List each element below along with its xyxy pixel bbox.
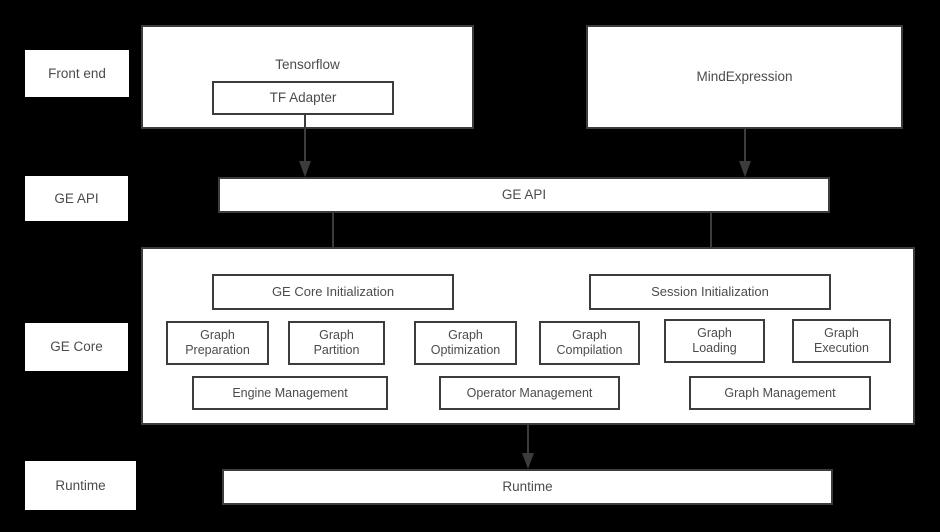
arrow-ge-core-to-runtime <box>518 425 538 470</box>
module-graph-loading[interactable]: Graph Loading <box>664 319 765 363</box>
layer-label-front-end-text: Front end <box>48 65 106 81</box>
module-graph-compilation[interactable]: Graph Compilation <box>539 321 640 365</box>
manager-operator-management[interactable]: Operator Management <box>439 376 620 410</box>
module-graph-partition[interactable]: Graph Partition <box>288 321 385 365</box>
module-graph-preparation[interactable]: Graph Preparation <box>166 321 269 365</box>
runtime-bar[interactable]: Runtime <box>222 469 833 505</box>
manager-operator-management-label: Operator Management <box>466 385 593 400</box>
module-graph-optimization-label: Graph Optimization <box>430 328 501 357</box>
module-graph-execution[interactable]: Graph Execution <box>792 319 891 363</box>
tf-adapter-box[interactable]: TF Adapter <box>212 81 394 115</box>
ge-core-initialization-box[interactable]: GE Core Initialization <box>212 274 454 310</box>
manager-engine-management-label: Engine Management <box>232 385 348 400</box>
manager-engine-management[interactable]: Engine Management <box>192 376 388 410</box>
runtime-bar-label: Runtime <box>502 479 553 495</box>
mindexpression-label: MindExpression <box>696 69 793 85</box>
arrow-mindexpression-to-ge-api <box>735 129 755 178</box>
ge-api-bar[interactable]: GE API <box>218 177 830 213</box>
mindexpression-box[interactable]: MindExpression <box>586 25 903 129</box>
layer-label-front-end: Front end <box>25 50 129 97</box>
arrow-tf-adapter-to-ge-api <box>295 114 315 178</box>
layer-label-ge-core-text: GE Core <box>50 339 103 355</box>
session-initialization-box[interactable]: Session Initialization <box>589 274 831 310</box>
layer-label-ge-api: GE API <box>25 176 128 221</box>
ge-core-initialization-label: GE Core Initialization <box>271 284 395 300</box>
layer-label-ge-api-text: GE API <box>54 190 99 206</box>
session-initialization-label: Session Initialization <box>651 284 769 300</box>
tf-adapter-label: TF Adapter <box>269 90 337 106</box>
layer-label-runtime-text: Runtime <box>55 477 106 493</box>
layer-label-runtime: Runtime <box>25 461 136 510</box>
module-graph-loading-label: Graph Loading <box>692 326 737 355</box>
module-graph-optimization[interactable]: Graph Optimization <box>414 321 517 365</box>
ge-api-bar-label: GE API <box>501 187 547 203</box>
manager-graph-management[interactable]: Graph Management <box>689 376 871 410</box>
module-graph-execution-label: Graph Execution <box>814 326 869 355</box>
module-graph-preparation-label: Graph Preparation <box>185 328 250 357</box>
module-graph-compilation-label: Graph Compilation <box>556 328 623 357</box>
module-graph-partition-label: Graph Partition <box>313 328 360 357</box>
manager-graph-management-label: Graph Management <box>724 385 836 400</box>
tensorflow-title: Tensorflow <box>275 57 340 72</box>
layer-label-ge-core: GE Core <box>25 323 128 371</box>
